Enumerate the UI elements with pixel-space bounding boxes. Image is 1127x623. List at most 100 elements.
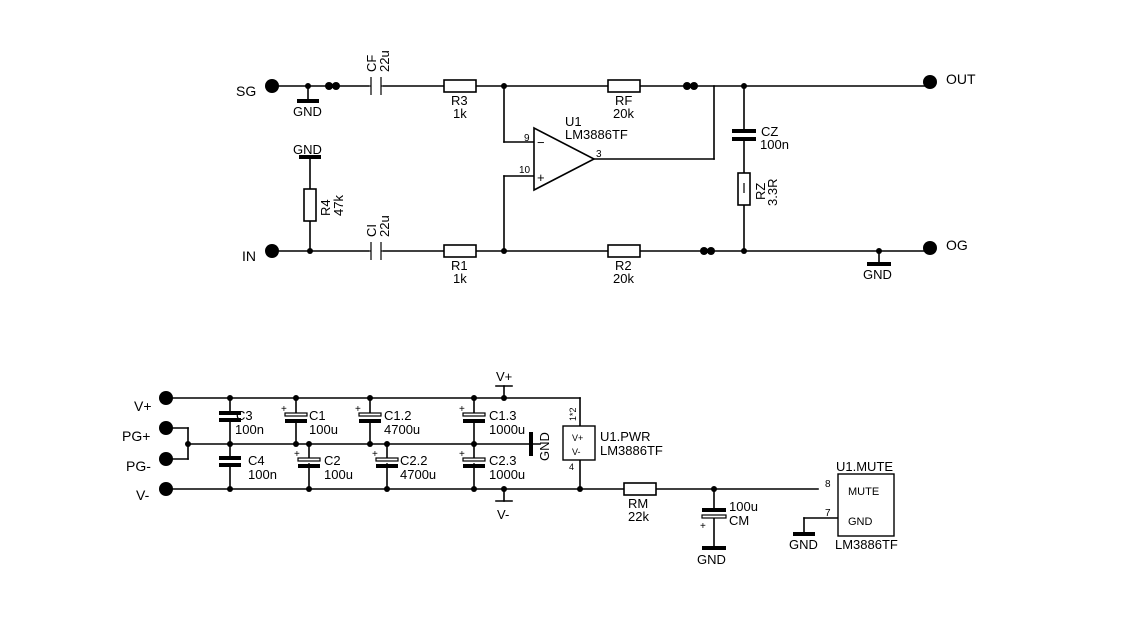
rz-value: 3.3R: [765, 179, 780, 206]
u1-pwr-pin-bot: 4: [569, 462, 574, 472]
terminal-vminus: V-: [136, 482, 173, 503]
c1-3-value: 1000u: [489, 422, 525, 437]
capacitor-c1: + C1 100u: [281, 404, 338, 437]
rz-ref: RZ: [753, 183, 768, 200]
capacitor-ci: CI 22u: [364, 215, 392, 260]
terminal-pgminus-label: PG-: [126, 458, 151, 474]
terminal-og-label: OG: [946, 237, 968, 253]
u1-pwr-pin-top: 1*2: [568, 407, 578, 421]
c2-3-value: 1000u: [489, 467, 525, 482]
r1-ref: R1: [451, 258, 468, 273]
u1-mute-num-gnd: 7: [825, 508, 831, 519]
terminal-out: OUT: [923, 71, 976, 89]
u1-mute-num-mute: 8: [825, 479, 831, 490]
terminal-vminus-label: V-: [136, 487, 150, 503]
c4-value: 100n: [248, 467, 277, 482]
capacitor-cz: CZ 100n: [732, 124, 789, 152]
gnd-og: GND: [863, 262, 892, 282]
terminal-vplus: V+: [134, 391, 173, 414]
opamp-ref: U1: [565, 114, 582, 129]
rail-vminus: V-: [495, 500, 513, 522]
capacitor-cm: + 100u CM: [700, 499, 758, 532]
u1-pwr: V+ V- 1*2 4 U1.PWR LM3886TF: [562, 407, 663, 472]
gnd-middle-label: GND: [537, 432, 552, 461]
resistor-rz: RZ 3.3R: [737, 172, 780, 206]
u1-pwr-part: LM3886TF: [600, 443, 663, 458]
c2-3-plus: +: [459, 449, 465, 460]
u1-pwr-vminus: V-: [572, 447, 581, 457]
opamp-plus: +: [537, 170, 545, 185]
u1-mute-pin-mute: MUTE: [848, 486, 879, 498]
resistor-r1: R1 1k: [443, 244, 477, 286]
opamp-u1: − + 9 10 3 U1 LM3886TF: [519, 114, 628, 192]
capacitor-cf: CF 22u: [364, 50, 392, 95]
gnd-mute: GND: [789, 532, 818, 552]
terminal-in: IN: [242, 244, 279, 264]
terminal-in-label: IN: [242, 248, 256, 264]
c2-value: 100u: [324, 467, 353, 482]
u1-mute-ref: U1.MUTE: [836, 459, 893, 474]
capacitor-c1-3: + C1.3 1000u: [459, 404, 525, 437]
opamp-pin-noninv: 10: [519, 165, 531, 176]
c1-ref: C1: [309, 408, 326, 423]
c2-2-ref: C2.2: [400, 453, 427, 468]
wires-power: [165, 385, 839, 548]
gnd-middle: GND: [529, 432, 552, 461]
u1-pwr-vplus: V+: [572, 433, 583, 443]
terminal-out-label: OUT: [946, 71, 976, 87]
terminal-sg-label: SG: [236, 83, 256, 99]
capacitor-c1-2: + C1.2 4700u: [355, 404, 420, 437]
capacitor-c4: C4 100n: [219, 453, 277, 482]
c3-value: 100n: [235, 422, 264, 437]
terminal-og: OG: [923, 237, 968, 255]
terminal-sg: SG: [236, 79, 279, 99]
ci-value: 22u: [377, 215, 392, 237]
resistor-r3: R3 1k: [443, 79, 477, 121]
u1-pwr-ref: U1.PWR: [600, 429, 651, 444]
rail-vplus-label: V+: [496, 369, 512, 384]
c1-plus: +: [281, 404, 287, 415]
c2-plus: +: [294, 449, 300, 460]
rm-ref: RM: [628, 496, 648, 511]
terminal-pgplus-label: PG+: [122, 428, 150, 444]
gnd-sg-label: GND: [293, 104, 322, 119]
opamp-minus: −: [537, 135, 545, 150]
cf-value: 22u: [377, 50, 392, 72]
c1-2-ref: C1.2: [384, 408, 411, 423]
rm-value: 22k: [628, 509, 649, 524]
r2-value: 20k: [613, 271, 634, 286]
u1-mute: MUTE GND 8 7 U1.MUTE LM3886TF: [825, 459, 898, 552]
junction-dots-power: [185, 395, 717, 492]
resistor-r4: R4 47k: [303, 188, 346, 222]
gnd-r4: GND: [293, 142, 322, 159]
resistor-rm: RM 22k: [623, 482, 657, 524]
opamp-pin-out: 3: [596, 149, 602, 160]
u1-mute-pin-gnd: GND: [848, 516, 873, 528]
c1-3-plus: +: [459, 404, 465, 415]
capacitor-c2: + C2 100u: [294, 449, 353, 482]
capacitor-c2-2: + C2.2 4700u: [372, 449, 436, 482]
c1-2-plus: +: [355, 404, 361, 415]
c1-2-value: 4700u: [384, 422, 420, 437]
gnd-sg: GND: [293, 99, 322, 119]
rf-ref: RF: [615, 93, 632, 108]
capacitor-c3: C3 100n: [219, 408, 264, 437]
u1-mute-part: LM3886TF: [835, 537, 898, 552]
terminal-vplus-label: V+: [134, 398, 152, 414]
gnd-mute-label: GND: [789, 537, 818, 552]
capacitor-c2-3: + C2.3 1000u: [459, 449, 525, 482]
gnd-cm: GND: [697, 546, 726, 567]
resistor-rf: RF 20k: [607, 79, 641, 121]
cz-ref: CZ: [761, 124, 778, 139]
c4-ref: C4: [248, 453, 265, 468]
ci-ref: CI: [364, 224, 379, 237]
c3-ref: C3: [236, 408, 253, 423]
rf-value: 20k: [613, 106, 634, 121]
gnd-r4-label: GND: [293, 142, 322, 157]
cz-value: 100n: [760, 137, 789, 152]
r1-value: 1k: [453, 271, 467, 286]
resistor-r2: R2 20k: [607, 244, 641, 286]
terminal-pgplus: PG+: [122, 421, 173, 444]
r3-value: 1k: [453, 106, 467, 121]
